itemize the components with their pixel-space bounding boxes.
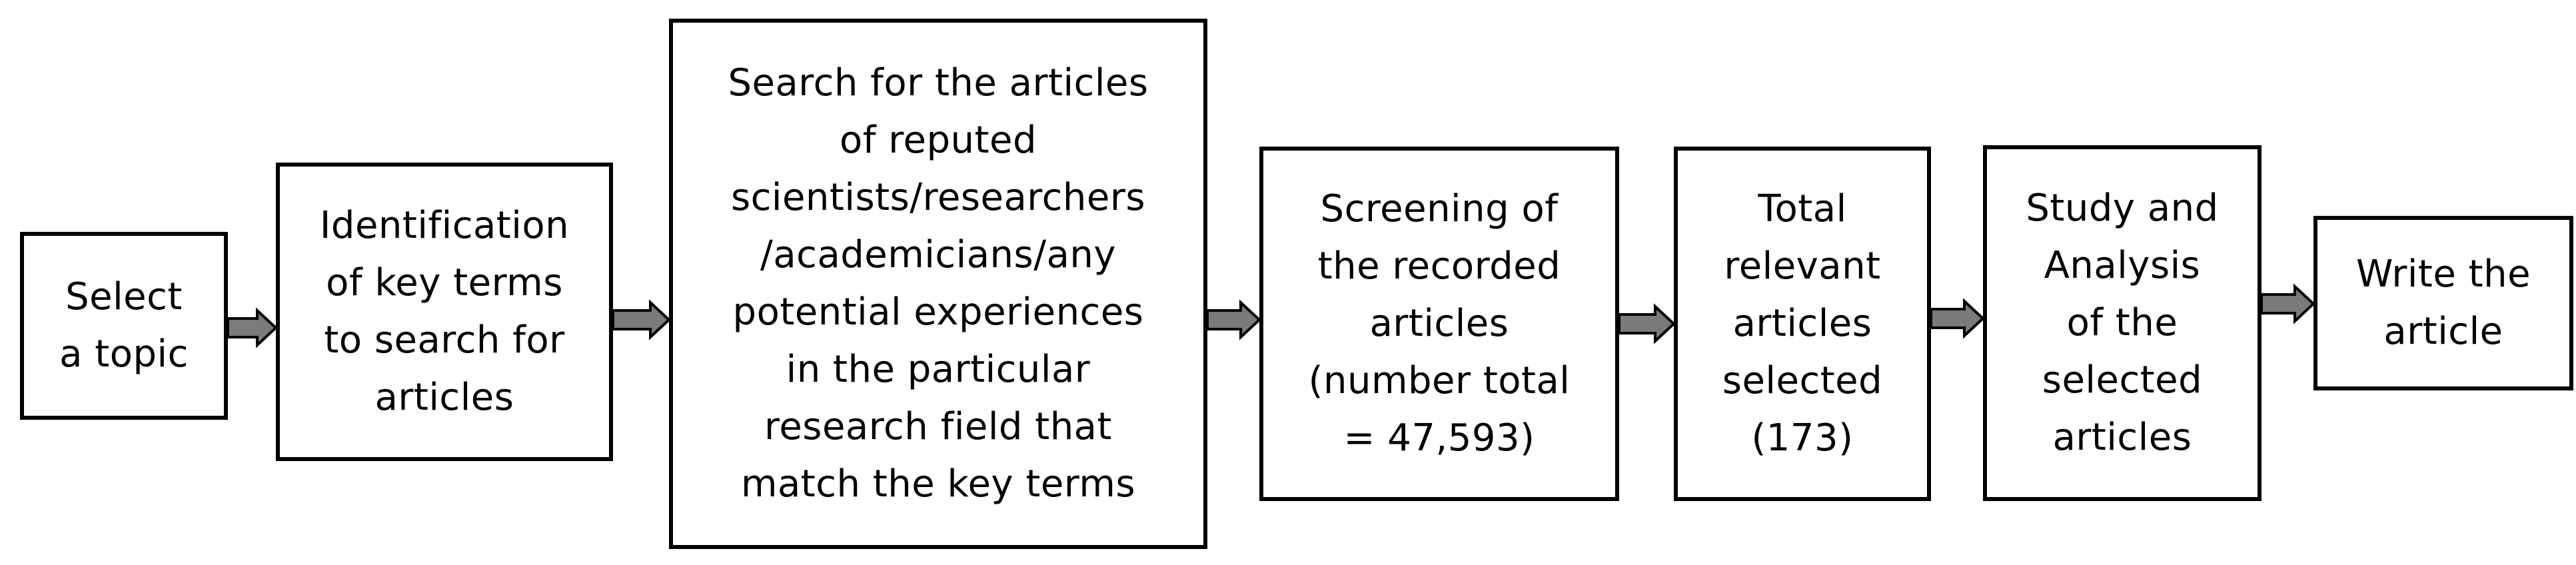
arrow-right-icon — [227, 307, 278, 348]
step-select-topic: Select a topic — [20, 232, 228, 420]
step-label: Total relevant articles selected (173) — [1722, 187, 1883, 460]
step-study-analysis: Study and Analysis of the selected artic… — [1983, 145, 2261, 501]
arrow-right-icon — [1618, 303, 1676, 344]
step-label: Identification of key terms to search fo… — [319, 204, 570, 419]
step-label: Study and Analysis of the selected artic… — [2026, 187, 2219, 459]
arrow-right-icon — [1930, 298, 1985, 339]
step-relevant-selected: Total relevant articles selected (173) — [1674, 147, 1931, 501]
step-label: Write the article — [2355, 253, 2531, 353]
step-search-articles: Search for the articles of reputed scien… — [669, 19, 1207, 549]
step-label: Screening of the recorded articles (numb… — [1308, 187, 1571, 460]
arrow-right-icon — [2260, 283, 2315, 324]
step-identify-key-terms: Identification of key terms to search fo… — [276, 163, 613, 461]
step-label: Select a topic — [59, 275, 189, 376]
arrow-right-icon — [612, 299, 671, 340]
arrow-right-icon — [1206, 299, 1261, 340]
step-write-article: Write the article — [2313, 216, 2573, 390]
step-label: Search for the articles of reputed scien… — [728, 61, 1149, 506]
step-screening: Screening of the recorded articles (numb… — [1259, 147, 1619, 501]
